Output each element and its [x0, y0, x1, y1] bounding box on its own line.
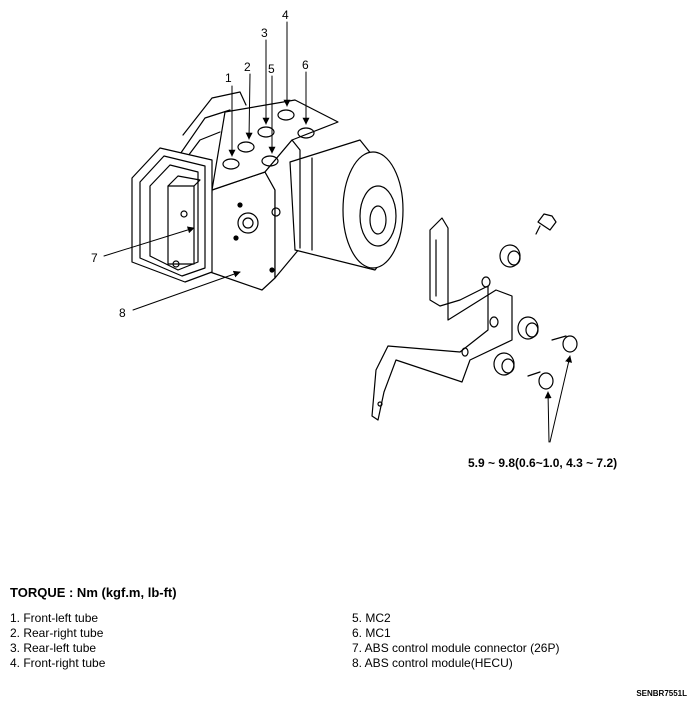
leader-7 — [103, 226, 195, 257]
legend-item: 4. Front-right tube — [10, 656, 106, 670]
callout-6: 6 — [302, 58, 309, 72]
bracket-bolt-torque-spec: 5.9 ~ 9.8(0.6~1.0, 4.3 ~ 7.2) — [468, 456, 618, 470]
callout-1: 1 — [225, 71, 232, 85]
leader-lines — [103, 21, 572, 443]
grommet-bottom — [493, 352, 515, 376]
legend-item: 8. ABS control module(HECU) — [352, 656, 513, 670]
callout-2: 2 — [244, 60, 251, 74]
leader-torque-a — [544, 391, 552, 443]
figure-code: SENBR7551L — [636, 689, 687, 698]
bolt-middle — [551, 335, 578, 353]
mounting-bracket — [371, 217, 513, 421]
leader-torque-b — [549, 355, 572, 443]
legend-item: 6. MC1 — [352, 626, 391, 640]
leader-8 — [132, 270, 241, 311]
callout-5: 5 — [268, 62, 275, 76]
legend-item: 7. ABS control module connector (26P) — [352, 641, 560, 655]
bolt-bottom — [527, 371, 554, 390]
torque-units-heading: TORQUE : Nm (kgf.m, lb-ft) — [10, 585, 177, 600]
bolt-top — [535, 213, 557, 235]
grommet-middle — [517, 316, 539, 340]
callout-3: 3 — [261, 26, 268, 40]
ecu-cover — [131, 147, 213, 283]
callout-8: 8 — [119, 306, 126, 320]
callout-7: 7 — [91, 251, 98, 265]
legend-item: 2. Rear-right tube — [10, 626, 104, 640]
legend-left-column: 1. Front-left tube 2. Rear-right tube 3.… — [10, 611, 105, 671]
legend-right-column: 5. MC2 6. MC1 7. ABS control module conn… — [352, 611, 559, 671]
legend-item: 5. MC2 — [352, 611, 391, 625]
grommet-top — [499, 244, 521, 268]
callout-4: 4 — [282, 8, 289, 22]
pump-motor — [289, 139, 404, 271]
leader-2 — [245, 73, 253, 140]
legend-item: 3. Rear-left tube — [10, 641, 97, 655]
legend-item: 1. Front-left tube — [10, 611, 99, 625]
